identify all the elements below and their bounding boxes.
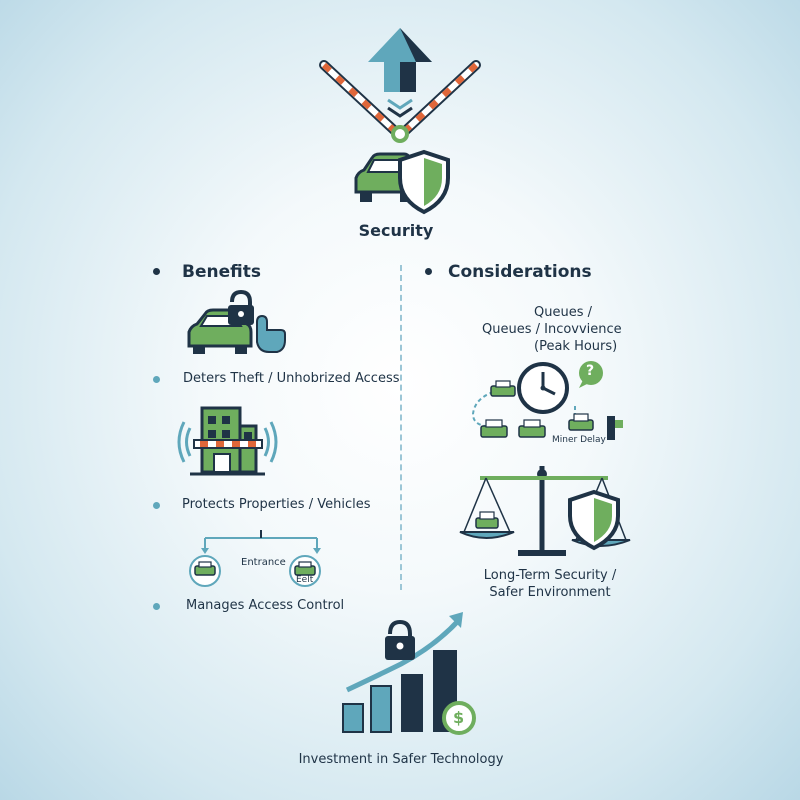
- security-title: Security: [358, 221, 434, 240]
- benefit-bullet-3: [153, 603, 160, 610]
- entrance-label: Entrance: [241, 557, 286, 568]
- longterm-line-1: Long-Term Security /: [483, 568, 617, 583]
- benefit-bullet-1: [153, 376, 160, 383]
- barrier-arrow-icon: [319, 28, 481, 143]
- miner-delay-label: Miner Delay: [552, 435, 606, 445]
- investment-growth-icon: [342, 612, 476, 735]
- benefit-item-3: Manages Access Control: [186, 598, 345, 613]
- benefits-bullet: [153, 268, 160, 275]
- benefit-bullet-2: [153, 502, 160, 509]
- considerations-bullet: [425, 268, 432, 275]
- investment-label: Investment in Safer Technology: [298, 752, 504, 767]
- balance-scale-icon: [459, 466, 631, 556]
- question-mark: ?: [586, 363, 595, 379]
- benefit-item-1: Deters Theft / Unhobrized Access: [183, 371, 400, 386]
- dollar-sign: $: [453, 708, 465, 727]
- car-lock-touch-icon: [187, 290, 286, 354]
- queues-line-3: (Peak Hours): [534, 339, 618, 354]
- building-barrier-icon: [177, 406, 278, 476]
- longterm-line-2: Safer Environment: [489, 585, 611, 600]
- queues-line-1: Queues /: [534, 305, 592, 320]
- column-divider: [400, 265, 402, 590]
- car-shield-icon: [354, 149, 450, 215]
- considerations-heading: Considerations: [448, 262, 592, 282]
- exit-label: Eelt: [296, 575, 314, 585]
- benefits-heading: Benefits: [182, 262, 261, 282]
- benefit-item-2: Protects Properties / Vehicles: [182, 497, 371, 512]
- traffic-queue-clock-icon: [471, 361, 623, 440]
- queues-line-2: Queues / Incovvience: [482, 322, 622, 337]
- entrance-exit-diagram-icon: [189, 530, 321, 587]
